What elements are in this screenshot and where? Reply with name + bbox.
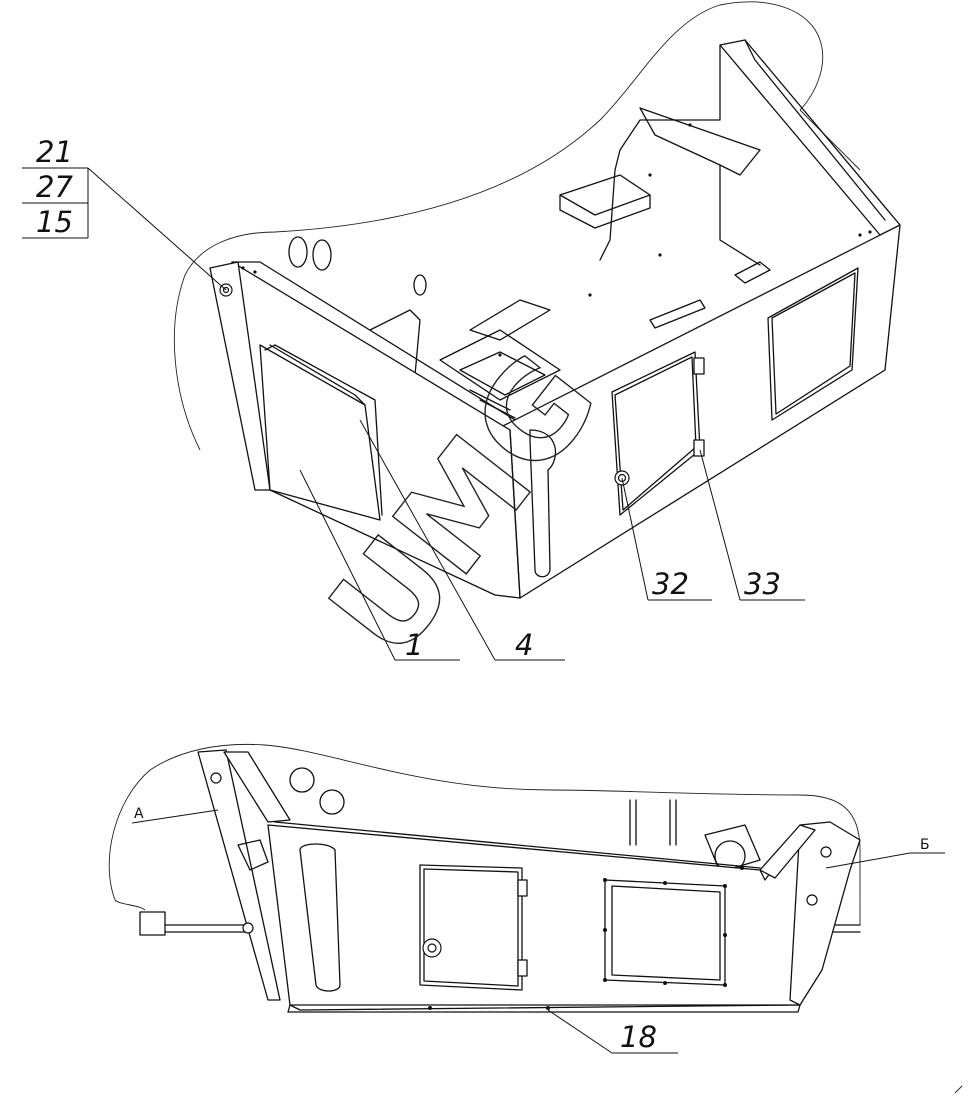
bracket-a [197,749,281,1001]
seat-outline-right [799,109,861,171]
bottom-view [108,743,861,1013]
mount-plate [559,174,651,216]
cross-bracket [639,107,761,176]
inner-wall [599,44,721,261]
callout-27: 27 [36,170,73,204]
callout-33: 33 [744,567,781,601]
hole-1 [288,236,308,268]
seat-outline-top [173,1,824,451]
bottom-callouts: А Б 18 [131,806,945,1054]
hinge-bottom [693,439,705,457]
callout-32: 32 [652,567,689,601]
cover-plate-1 [259,344,381,521]
hinge-top [693,357,705,375]
callout-21: 21 [36,135,73,169]
side-window [767,267,859,421]
body-slot [299,843,341,992]
hole-b1 [289,767,315,793]
view-b-label: Б [920,837,930,853]
callout-15: 15 [36,205,73,239]
callout-1: 1 [405,628,423,662]
end-slot [529,429,556,578]
seat-outline-bottom [108,743,861,925]
door-bottom [419,864,523,991]
view-a-label: А [134,806,144,822]
bracket-b [789,821,861,1006]
main-body [267,824,841,1011]
left-foot [139,911,166,936]
inner-tray [439,329,561,401]
corner-mark [954,1085,963,1094]
callout-18: 18 [620,1020,657,1054]
hole-3 [413,274,427,296]
hole-b2 [319,789,345,815]
hole-2 [312,239,332,271]
top-view [173,1,901,599]
top-callouts: 21 27 15 1 4 32 33 [22,135,805,662]
callout-4: 4 [515,628,533,662]
